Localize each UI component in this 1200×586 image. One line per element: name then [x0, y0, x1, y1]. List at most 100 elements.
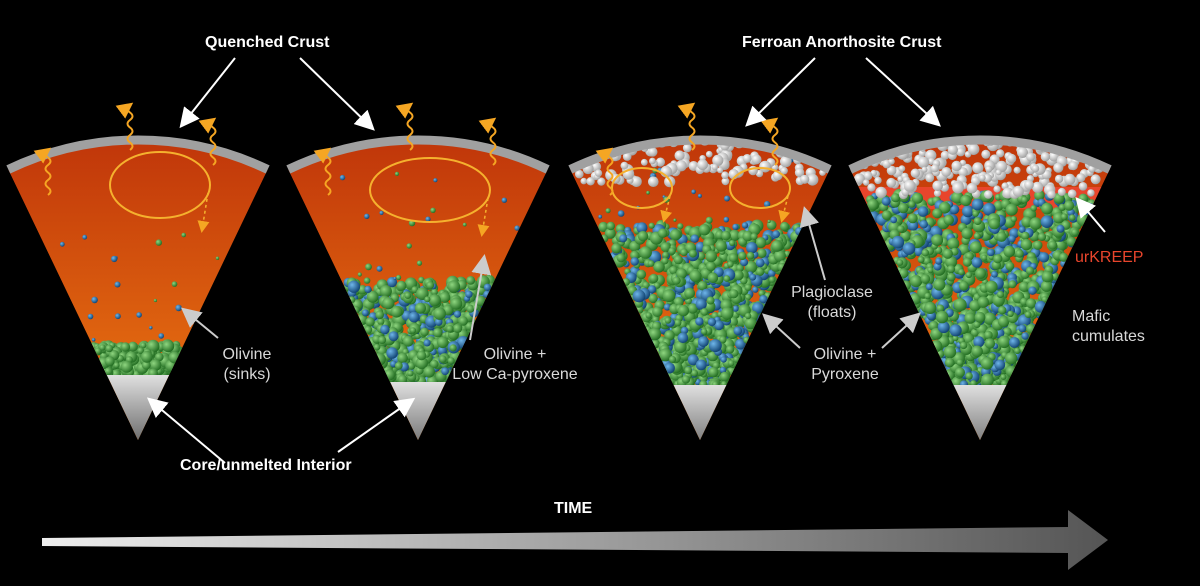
mineral-grain	[772, 230, 780, 239]
mineral-grain	[743, 336, 750, 344]
mineral-grain	[697, 159, 708, 171]
magma-ocean	[8, 140, 268, 440]
mineral-grain	[744, 312, 752, 320]
mineral-grain	[1060, 213, 1068, 221]
mineral-grain	[867, 183, 876, 192]
mineral-grain	[877, 140, 888, 145]
mineral-grain	[1054, 174, 1064, 184]
mineral-grain	[104, 367, 113, 376]
mineral-grain	[416, 260, 423, 266]
mineral-grain	[749, 273, 757, 281]
mineral-grain	[773, 249, 786, 262]
mineral-grain	[645, 312, 652, 319]
mineral-grain	[357, 272, 362, 277]
mineral-grain	[993, 185, 1001, 193]
time-label: TIME	[554, 500, 593, 517]
ferroan-crust-label: Ferroan Anorthosite Crust	[742, 34, 942, 51]
mineral-grain	[104, 356, 115, 367]
mineral-grain	[971, 257, 983, 268]
mineral-grain	[842, 132, 850, 140]
mineral-grain	[611, 243, 622, 254]
mineral-grain	[386, 347, 398, 359]
mineral-grain	[652, 306, 663, 317]
olivine-sinks-label: Olivine (sinks)	[212, 345, 282, 385]
mineral-grain	[373, 343, 381, 351]
mineral-grain	[136, 312, 142, 318]
mineral-grain	[672, 276, 681, 285]
mineral-grain	[640, 158, 648, 166]
mineral-grain	[771, 240, 783, 252]
mineral-grain	[434, 318, 443, 326]
mineral-grain	[556, 127, 561, 132]
mineral-grain	[853, 173, 865, 185]
mineral-grain	[653, 261, 665, 273]
mineral-grain	[890, 216, 898, 224]
mineral-grain	[404, 292, 412, 299]
mineral-grain	[700, 308, 709, 316]
mineral-grain	[768, 276, 776, 283]
mineral-grain	[598, 221, 609, 233]
mineral-grain	[973, 232, 981, 240]
mineral-grain	[430, 207, 436, 213]
mineral-grain	[570, 145, 577, 155]
mineral-grain	[867, 198, 879, 211]
mineral-grain	[925, 283, 933, 291]
mineral-grain	[831, 139, 838, 146]
mineral-grain	[619, 140, 626, 142]
pointer-arrows	[146, 57, 1106, 464]
mineral-grain	[802, 140, 810, 143]
mineral-grain	[181, 232, 186, 238]
mineral-grain	[984, 330, 993, 340]
mineral-grain	[171, 281, 178, 287]
mineral-grain	[724, 195, 730, 202]
mineral-grain	[649, 273, 659, 283]
mineral-grain	[998, 306, 1007, 315]
mineral-grain	[1012, 185, 1024, 197]
mineral-grain	[755, 258, 765, 268]
mineral-grain	[175, 304, 182, 312]
mineral-grain	[947, 144, 958, 155]
mineral-grain	[1021, 196, 1029, 204]
mineral-grain	[570, 150, 579, 161]
mineral-grain	[1026, 298, 1037, 309]
mineral-grain	[795, 226, 804, 236]
mineral-grain	[1113, 131, 1123, 141]
mineral-grain	[1040, 152, 1051, 162]
mineral-grain	[680, 326, 689, 335]
mineral-grain	[668, 355, 677, 363]
mineral-grain	[376, 265, 383, 272]
mineral-grain	[689, 269, 702, 282]
mineral-grain	[997, 335, 1011, 349]
label-line: Mafic	[1072, 308, 1111, 325]
mineral-grain	[896, 259, 904, 266]
mineral-grain	[684, 287, 695, 299]
mineral-grain	[924, 301, 937, 314]
mineral-grain	[364, 213, 370, 219]
mineral-grain	[1005, 352, 1018, 365]
mineral-grain	[898, 140, 909, 142]
mineral-grain	[891, 235, 905, 249]
mineral-grain	[637, 230, 649, 242]
mineral-grain	[379, 210, 384, 215]
mineral-grain	[622, 152, 632, 161]
mineral-grain	[964, 312, 976, 324]
mineral-grain	[1068, 161, 1078, 171]
mineral-grain	[741, 222, 749, 229]
mineral-grain	[859, 140, 868, 143]
mineral-grain	[1056, 224, 1065, 233]
crust-layer	[848, 135, 1112, 174]
mineral-grain	[660, 242, 671, 253]
mineral-grain	[969, 241, 982, 254]
mineral-grain	[736, 264, 744, 272]
mineral-grain	[930, 164, 940, 173]
olivine-lowca-label: Olivine + Low Ca-pyroxene	[440, 345, 590, 385]
mineral-grain	[601, 143, 608, 151]
mineral-grain	[1033, 240, 1043, 250]
mineral-grain	[721, 230, 731, 241]
mineral-grain	[744, 317, 757, 330]
mineral-grain	[721, 171, 729, 179]
mineral-grain	[1015, 249, 1024, 258]
mineral-grain	[808, 148, 819, 158]
mineral-grain	[732, 223, 739, 231]
mineral-grain	[947, 237, 960, 250]
